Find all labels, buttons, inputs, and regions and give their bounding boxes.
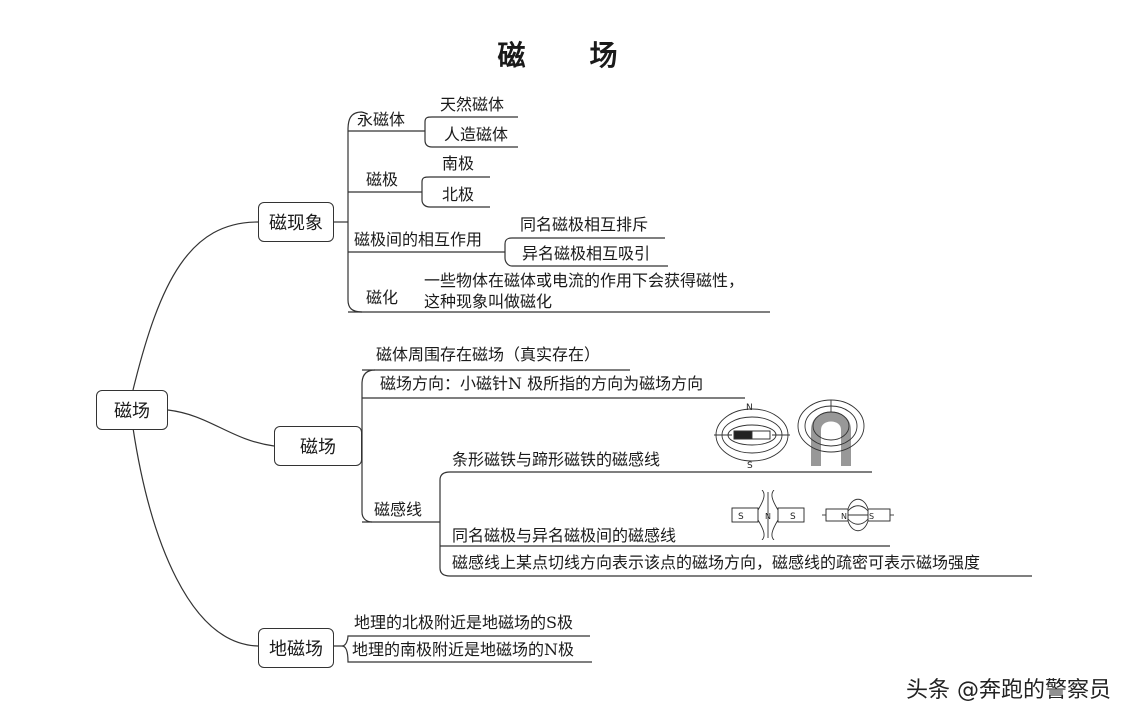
bar-horseshoe-lines: 条形磁铁与蹄形磁铁的磁感线 [452, 450, 661, 469]
poles-label: 磁极 [366, 170, 399, 189]
svg-text:S: S [869, 512, 874, 521]
like-unlike-pole-lines: 同名磁极与异名磁极间的磁感线 [452, 526, 677, 545]
geographic-north-note: 地理的北极附近是地磁场的S极 [354, 613, 573, 632]
like-poles-field-figure: S N S [731, 490, 805, 540]
unlike-poles-field-figure: N S [822, 498, 894, 532]
branch-phenomena: 磁现象 [258, 202, 334, 242]
page-title: 磁 场 [497, 39, 636, 72]
svg-text:N: N [841, 512, 847, 521]
field-exists: 磁体周围存在磁场（真实存在） [376, 345, 601, 364]
svg-text:S: S [790, 512, 796, 522]
interaction-label: 磁极间的相互作用 [354, 230, 483, 249]
south-pole: 南极 [442, 154, 475, 173]
magnetization-label: 磁化 [366, 288, 399, 307]
magnetization-desc-line2: 这种现象叫做磁化 [424, 292, 553, 311]
horseshoe-magnet-field-figure [797, 399, 865, 466]
permanent-magnet-label: 永磁体 [357, 110, 406, 129]
svg-text:N: N [765, 512, 771, 521]
svg-text:N: N [746, 403, 753, 413]
geographic-south-note: 地理的南极附近是地磁场的N极 [352, 640, 575, 659]
branch-earth: 地磁场 [258, 628, 334, 668]
like-poles-repel: 同名磁极相互排斥 [520, 215, 649, 234]
bar-magnet-field-figure: N S [714, 403, 790, 470]
magnetization-desc-line1: 一些物体在磁体或电流的作用下会获得磁性， [424, 271, 745, 290]
unlike-poles-attract: 异名磁极相互吸引 [522, 244, 651, 263]
watermark: 头条 @奔跑的警察员 [906, 678, 1111, 703]
north-pole: 北极 [442, 185, 475, 204]
natural-magnet: 天然磁体 [440, 95, 505, 114]
artificial-magnet: 人造磁体 [444, 125, 509, 144]
field-direction: 磁场方向：小磁针N 极所指的方向为磁场方向 [380, 374, 704, 393]
field-lines-label: 磁感线 [374, 500, 423, 519]
root-node: 磁场 [96, 390, 168, 430]
svg-text:S: S [738, 512, 744, 522]
branch-field: 磁场 [274, 426, 362, 466]
svg-text:S: S [747, 461, 753, 470]
tangent-density-rule: 磁感线上某点切线方向表示该点的磁场方向，磁感线的疏密可表示磁场强度 [452, 553, 981, 572]
